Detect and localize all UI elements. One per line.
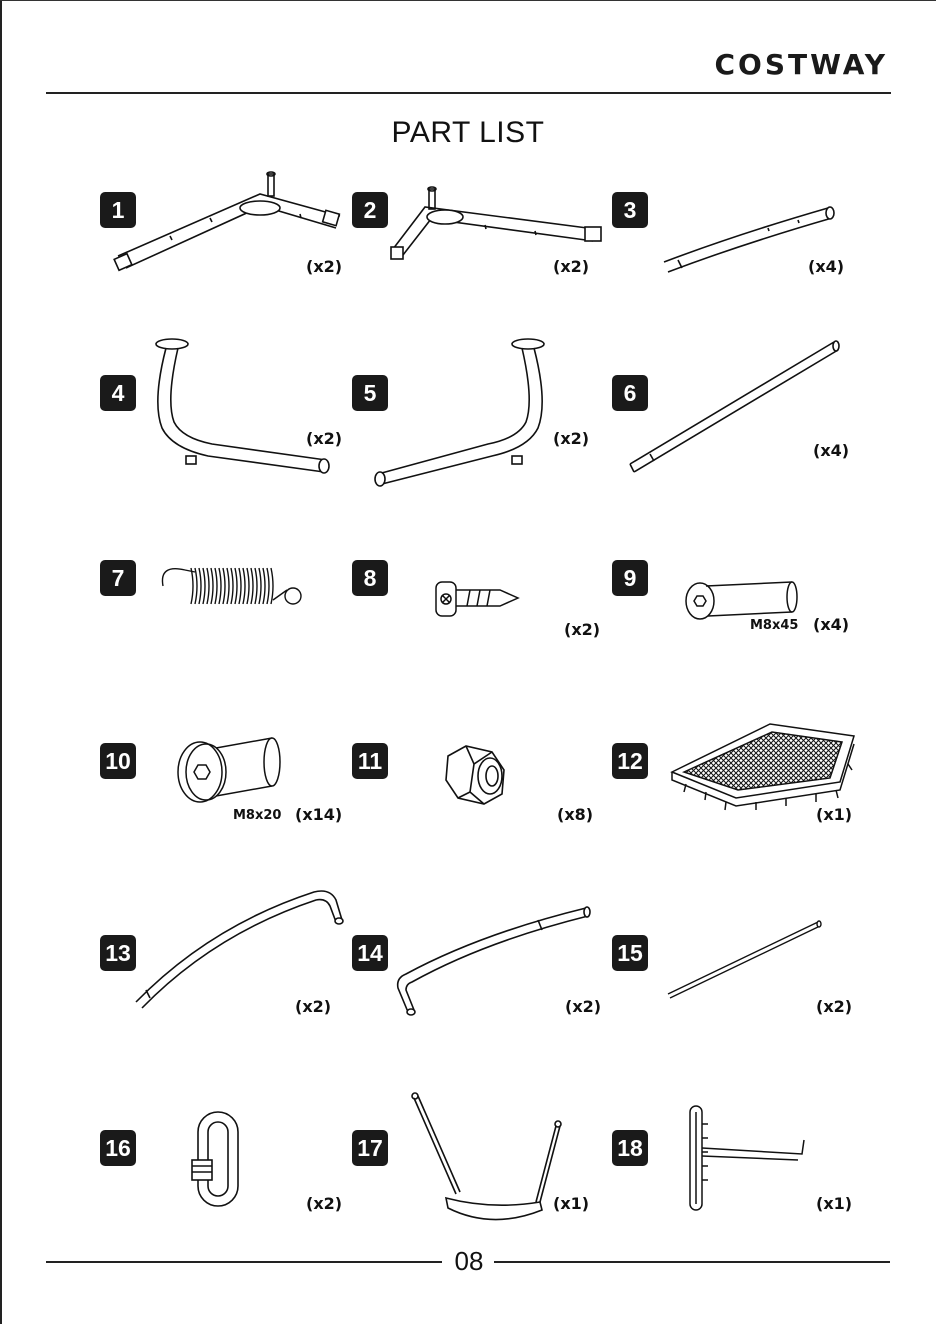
part-15-badge: 15 bbox=[612, 935, 648, 971]
page-border-left bbox=[0, 0, 2, 1324]
part-11-badge: 11 bbox=[352, 743, 388, 779]
page-title: PART LIST bbox=[0, 116, 936, 150]
part-4-u-leg bbox=[148, 332, 338, 490]
part-8-badge: 8 bbox=[352, 560, 388, 596]
part-10-badge: 10 bbox=[100, 743, 136, 779]
part-10-size: M8x20 bbox=[233, 808, 281, 823]
part-2-badge: 2 bbox=[352, 192, 388, 228]
part-14-quantity: (x2) bbox=[565, 997, 601, 1016]
part-17-quantity: (x1) bbox=[553, 1194, 589, 1213]
part-17-ladder-step bbox=[406, 1090, 566, 1224]
part-4-badge: 4 bbox=[100, 375, 136, 411]
part-12-quantity: (x1) bbox=[816, 805, 852, 824]
page-border-top bbox=[0, 0, 936, 1]
part-7-badge: 7 bbox=[100, 560, 136, 596]
part-11-quantity: (x8) bbox=[557, 805, 593, 824]
part-13-enclosure-pole bbox=[130, 886, 352, 1012]
part-16-badge: 16 bbox=[100, 1130, 136, 1166]
part-15-thin-pole bbox=[664, 918, 828, 1004]
part-11-nut bbox=[440, 740, 514, 810]
part-9-quantity: (x4) bbox=[813, 615, 849, 634]
part-3-badge: 3 bbox=[612, 192, 648, 228]
part-2-frame-bar bbox=[385, 185, 615, 265]
part-6-straight-tube bbox=[620, 336, 846, 482]
footer-rule-left bbox=[46, 1261, 442, 1263]
part-12-badge: 12 bbox=[612, 743, 648, 779]
part-9-bolt bbox=[680, 574, 804, 624]
part-16-quantity: (x2) bbox=[306, 1194, 342, 1213]
part-9-size: M8x45 bbox=[750, 618, 798, 633]
part-17-badge: 17 bbox=[352, 1130, 388, 1166]
part-10-quantity: (x14) bbox=[295, 805, 342, 824]
header-rule bbox=[46, 92, 891, 94]
part-8-quantity: (x2) bbox=[564, 620, 600, 639]
part-10-bolt bbox=[172, 734, 288, 806]
part-5-u-leg bbox=[372, 332, 562, 490]
part-4-quantity: (x2) bbox=[306, 429, 342, 448]
part-18-t-handle-tool bbox=[684, 1102, 812, 1214]
part-9-badge: 9 bbox=[612, 560, 648, 596]
part-1-quantity: (x2) bbox=[306, 257, 342, 276]
part-6-quantity: (x4) bbox=[813, 441, 849, 460]
part-2-quantity: (x2) bbox=[553, 257, 589, 276]
part-14-badge: 14 bbox=[352, 935, 388, 971]
part-18-quantity: (x1) bbox=[816, 1194, 852, 1213]
part-16-carabiner bbox=[186, 1106, 246, 1210]
footer-rule-right bbox=[494, 1261, 890, 1263]
part-8-screw bbox=[430, 574, 524, 624]
part-13-quantity: (x2) bbox=[295, 997, 331, 1016]
part-15-quantity: (x2) bbox=[816, 997, 852, 1016]
brand-logo: COSTWAY bbox=[714, 48, 888, 81]
part-18-badge: 18 bbox=[612, 1130, 648, 1166]
part-7-spring bbox=[155, 560, 311, 616]
part-12-jumping-mat bbox=[666, 718, 862, 818]
part-3-quantity: (x4) bbox=[808, 257, 844, 276]
part-5-quantity: (x2) bbox=[553, 429, 589, 448]
page-number: 08 bbox=[446, 1246, 492, 1277]
